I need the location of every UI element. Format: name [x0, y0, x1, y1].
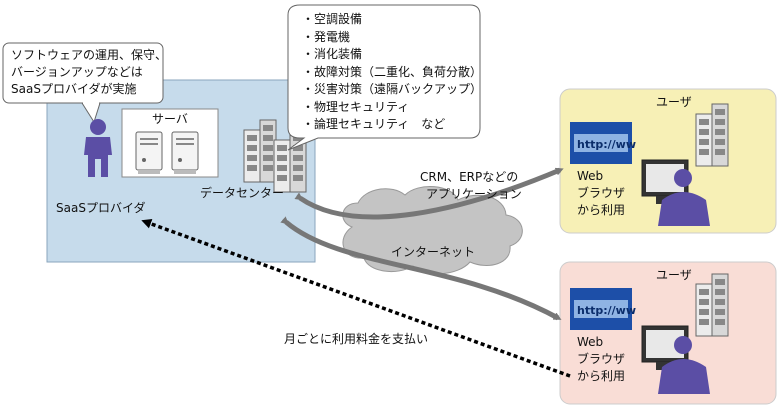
app-arrow-top [294, 167, 564, 220]
user-label-bottom: ユーザ [656, 268, 692, 282]
server-label: サーバ [152, 112, 188, 126]
server-icon [171, 131, 199, 175]
user-label-top: ユーザ [656, 95, 692, 109]
application-label: CRM、ERPなどの アプリケーション [420, 170, 522, 201]
browser-banner-icon: http://ww [570, 288, 636, 330]
web-access-label-bottom: Web ブラウザ から利用 [577, 335, 626, 383]
payment-arrow [141, 219, 571, 378]
datacenter-label: データセンター [200, 186, 285, 200]
payment-label: 月ごとに利用料金を支払い [284, 332, 429, 346]
svg-text:http://ww: http://ww [577, 304, 636, 317]
user-person-icon [658, 336, 710, 394]
internet-label: インターネット [391, 245, 476, 259]
provider-label: SaaSプロバイダ [56, 201, 146, 215]
svg-text:http://ww: http://ww [577, 138, 636, 151]
user-person-icon [658, 169, 710, 226]
features-callout [287, 4, 481, 151]
server-icon [135, 131, 163, 175]
app-arrow-bottom [280, 216, 562, 321]
datacenter-features-list: ・空調設備 ・発電機 ・消化装備 ・故障対策（二重化、負荷分散） ・災害対策（遠… [302, 12, 483, 131]
browser-banner-icon: http://ww [570, 122, 636, 164]
provider-note: ソフトウェアの運用、保守、 バージョンアップなどは SaaSプロバイダが実施 [11, 48, 168, 96]
web-access-label-top: Web ブラウザ から利用 [577, 169, 626, 217]
